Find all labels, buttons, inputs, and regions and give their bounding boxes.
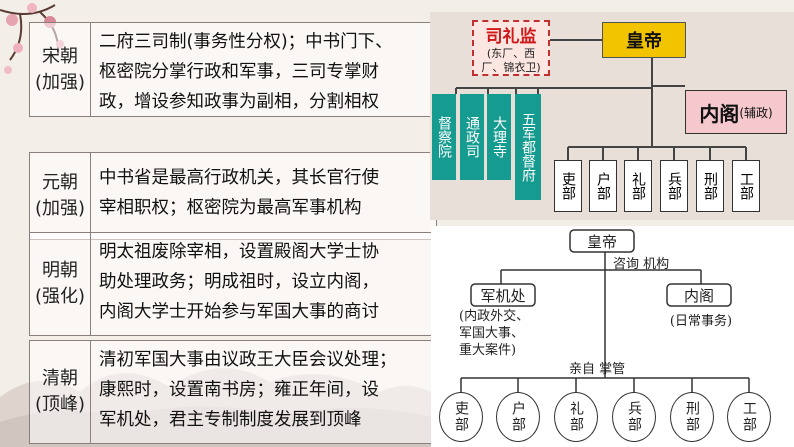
side-org-wujun: 五军都督府: [515, 94, 541, 200]
dynasty-name: 清朝: [42, 368, 78, 389]
qing-emperor-box: 皇帝: [586, 232, 617, 251]
direct-control-label: 亲自 掌管: [569, 361, 626, 377]
silijian-box: 司礼监 (东厂、西厂、锦衣卫): [472, 20, 550, 76]
qing-ministry-li: 吏部: [439, 392, 483, 442]
qing-connector-lines: [460, 229, 750, 392]
ministry-rites: 礼部: [624, 160, 652, 212]
description-cell: 清初军国大事由议政王大臣会议处理； 康熙时，设置南书房；雍正年间，设 军机处，君…: [99, 350, 397, 430]
qing-ministry-hu: 户部: [496, 392, 540, 442]
qing-neige-duties: (日常事务): [669, 313, 733, 329]
dynasty-stage: (顶峰): [34, 394, 86, 415]
dynasty-comparison-table: 宋朝 (加强) 二府三司制(事务性分权)；中书门下、 枢密院分掌行政和军事，三司…: [29, 22, 437, 447]
qing-government-diagram: 皇帝 咨询 机构 军机处 (内政外交、 军国大事、 重大案件) 内阁 (日常事务…: [431, 226, 794, 447]
table-row-song: 宋朝 (加强) 二府三司制(事务性分权)；中书门下、 枢密院分掌行政和军事，三司…: [29, 22, 437, 117]
ministry-bing: 兵部: [660, 160, 688, 212]
consult-label: 咨询 机构: [613, 256, 670, 272]
dynasty-name: 宋朝: [42, 45, 78, 67]
ming-connector-lines: [455, 39, 747, 160]
description-cell: 二府三司制(事务性分权)；中书门下、 枢密院分掌行政和军事，三司专掌财 政，增设…: [99, 32, 393, 112]
ministry-gong: 工部: [732, 160, 760, 212]
ming-government-diagram: 司礼监 (东厂、西厂、锦衣卫) 皇帝 内阁 (辅政) 督察院 通政司 大理寺 五…: [430, 12, 794, 220]
ministry-li: 吏部: [554, 160, 582, 212]
dynasty-cell: 宋朝 (加强): [30, 23, 91, 116]
qing-ministry-rites: 礼部: [554, 392, 598, 442]
qing-ministry-bing: 兵部: [612, 392, 656, 442]
table-row-yuan: 元朝 (加强) 中书省是最高行政机关，其长官行使 宰相职权；枢密院为最高军事机构: [29, 152, 437, 240]
dynasty-stage: (强化): [34, 286, 86, 307]
dynasty-cell: 元朝 (加强): [30, 153, 91, 239]
qing-ministry-xing: 刑部: [670, 392, 714, 442]
junjichu-box: 军机处: [480, 286, 526, 305]
dynasty-name: 元朝: [42, 172, 78, 193]
ministry-xing: 刑部: [696, 160, 724, 212]
side-org-dalisi: 大理寺: [487, 94, 511, 180]
side-org-tongzhengsi: 通政司: [460, 94, 484, 180]
description-cell: 明太祖废除宰相，设置殿阁大学士协 助处理政务；明成祖时，设立内阁， 内阁大学士开…: [99, 242, 379, 322]
qing-neige-box: 内阁: [683, 286, 714, 305]
junjichu-duties: (内政外交、 军国大事、 重大案件): [459, 309, 530, 358]
ministry-hu: 户部: [589, 160, 617, 212]
description-cell: 中书省是最高行政机关，其长官行使 宰相职权；枢密院为最高军事机构: [99, 168, 379, 218]
table-row-ming: 明朝 (强化) 明太祖废除宰相，设置殿阁大学士协 助处理政务；明成祖时，设立内阁…: [29, 232, 437, 336]
dynasty-name: 明朝: [42, 260, 78, 281]
table-row-qing: 清朝 (顶峰) 清初军国大事由议政王大臣会议处理； 康熙时，设置南书房；雍正年间…: [29, 340, 437, 444]
dynasty-stage: (加强): [34, 71, 86, 93]
dynasty-cell: 清朝 (顶峰): [30, 341, 91, 443]
neige-box: 内阁 (辅政): [685, 90, 787, 134]
dynasty-cell: 明朝 (强化): [30, 233, 91, 335]
side-org-duchayuan: 督察院: [432, 94, 456, 180]
dynasty-stage: (加强): [34, 198, 86, 219]
emperor-box: 皇帝: [602, 22, 686, 58]
qing-ministry-gong: 工部: [727, 392, 771, 442]
